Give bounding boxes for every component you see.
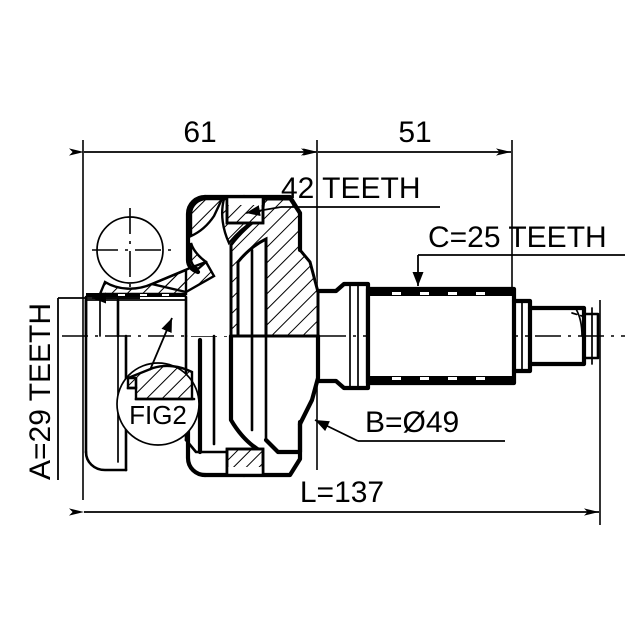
label-a29-teeth: A=29 TEETH: [24, 303, 57, 480]
annotation-c25-teeth: C=25 TEETH: [412, 221, 625, 286]
inner-hub-bore: [84, 295, 188, 338]
annotation-a29-teeth: A=29 TEETH: [24, 292, 140, 480]
abs-tone-ring-bottom: [225, 447, 265, 477]
abs-tone-ring-top: [225, 195, 265, 225]
label-b-diameter: B=Ø49: [365, 406, 459, 439]
label-c25-teeth: C=25 TEETH: [428, 221, 607, 254]
label-42-teeth: 42 TEETH: [281, 172, 421, 205]
dimension-61: 61: [69, 116, 318, 500]
annotation-b-diameter: B=Ø49: [314, 406, 505, 442]
dimension-61-label: 61: [183, 116, 216, 149]
bell-interior-walls: [84, 296, 101, 338]
inner-race-hatch: [98, 260, 216, 296]
dimension-51: 51: [303, 116, 513, 300]
detail-callout-fig2: FIG2: [116, 317, 200, 446]
joint-stem-body: [229, 194, 320, 338]
ball-bearing: [92, 208, 172, 292]
dimension-L137-label: L=137: [300, 476, 384, 509]
dimension-51-label: 51: [398, 116, 431, 149]
annotation-42-teeth: 42 TEETH: [245, 172, 440, 217]
shaft-shoulder: [511, 298, 533, 374]
threaded-end: [527, 305, 600, 367]
label-fig2: FIG2: [129, 400, 187, 430]
inner-spline-strip: [86, 293, 186, 297]
dimension-overall-length: L=137: [69, 300, 601, 525]
splined-shaft: [365, 286, 517, 386]
